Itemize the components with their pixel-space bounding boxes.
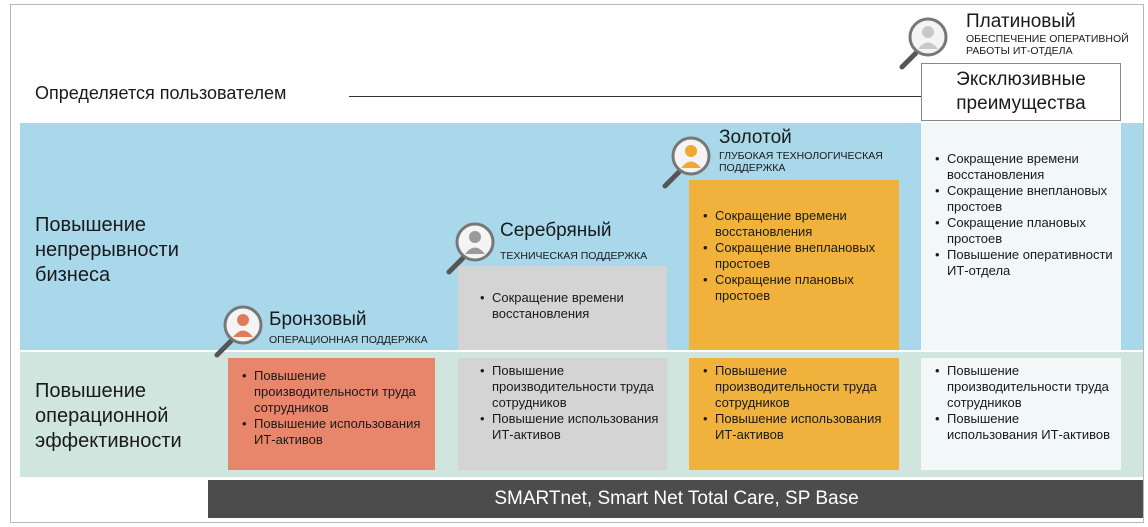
list-item: Повышение использования ИТ-активов: [701, 411, 891, 443]
list-item: Сокращение плановых простоев: [701, 272, 891, 304]
platinum-magnifier-person-icon: [899, 17, 948, 70]
silver-title: Серебряный: [500, 220, 612, 241]
silver-continuity-list: Сокращение времени восстановления: [478, 290, 659, 322]
row-label-efficiency: Повышение операционной эффективности: [35, 380, 182, 452]
list-item: Повышение производительности труда сотру…: [933, 363, 1113, 411]
list-item: Сокращение внеплановых простоев: [701, 240, 891, 272]
list-item: Сокращение внеплановых простоев: [933, 183, 1113, 215]
exclusive-benefits-box: Эксклюзивные преимущества: [921, 63, 1121, 121]
silver-efficiency-list: Повышение производительности труда сотру…: [478, 363, 659, 443]
silver-subtitle: ТЕХНИЧЕСКАЯ ПОДДЕРЖКА: [500, 250, 648, 262]
list-item: Сокращение времени восстановления: [478, 290, 659, 322]
bronze-magnifier-person-icon: [214, 305, 263, 358]
bronze-efficiency-box: Повышение производительности труда сотру…: [228, 358, 435, 470]
gold-efficiency-list: Повышение производительности труда сотру…: [701, 363, 891, 443]
platinum-efficiency-list: Повышение производительности труда сотру…: [933, 363, 1113, 443]
gold-continuity-list: Сокращение времени восстановленияСокраще…: [701, 208, 891, 304]
bottom-services-bar: SMARTnet, Smart Net Total Care, SP Base: [208, 480, 1143, 518]
silver-continuity-box: Сокращение времени восстановления: [458, 266, 667, 350]
silver-efficiency-box: Повышение производительности труда сотру…: [458, 358, 667, 470]
diagram-frame: Определяется пользователем Повышение неп…: [10, 4, 1144, 523]
list-item: Повышение производительности труда сотру…: [701, 363, 891, 411]
list-item: Повышение использования ИТ-активов: [478, 411, 659, 443]
gold-magnifier-person-icon: [662, 136, 711, 189]
user-defined-label: Определяется пользователем: [35, 83, 287, 103]
silver-magnifier-person-icon: [446, 222, 495, 275]
gold-title: Золотой: [719, 127, 792, 148]
platinum-continuity-list: Сокращение времени восстановленияСокраще…: [933, 151, 1113, 279]
list-item: Сокращение времени восстановления: [701, 208, 891, 240]
bronze-efficiency-list: Повышение производительности труда сотру…: [240, 368, 427, 448]
gold-efficiency-box: Повышение производительности труда сотру…: [689, 358, 899, 470]
list-item: Повышение использования ИТ-активов: [933, 411, 1113, 443]
row-label-continuity: Повышение непрерывности бизнеса: [35, 214, 179, 286]
gold-subtitle: ГЛУБОКАЯ ТЕХНОЛОГИЧЕСКАЯ ПОДДЕРЖКА: [719, 150, 883, 174]
bronze-title: Бронзовый: [269, 309, 367, 330]
list-item: Сокращение времени восстановления: [933, 151, 1113, 183]
platinum-continuity-box: Сокращение времени восстановленияСокраще…: [921, 123, 1121, 350]
list-item: Сокращение плановых простоев: [933, 215, 1113, 247]
list-item: Повышение производительности труда сотру…: [240, 368, 427, 416]
list-item: Повышение оперативности ИТ-отдела: [933, 247, 1113, 279]
list-item: Повышение производительности труда сотру…: [478, 363, 659, 411]
gold-continuity-box: Сокращение времени восстановленияСокраще…: [689, 180, 899, 350]
list-item: Повышение использования ИТ-активов: [240, 416, 427, 448]
platinum-subtitle: ОБЕСПЕЧЕНИЕ ОПЕРАТИВНОЙ РАБОТЫ ИТ-ОТДЕЛА: [966, 33, 1129, 57]
platinum-efficiency-box: Повышение производительности труда сотру…: [921, 358, 1121, 470]
bronze-subtitle: ОПЕРАЦИОННАЯ ПОДДЕРЖКА: [269, 334, 428, 346]
band-separator: [20, 350, 1143, 352]
user-defined-line: [349, 96, 921, 97]
platinum-title: Платиновый: [966, 11, 1076, 32]
